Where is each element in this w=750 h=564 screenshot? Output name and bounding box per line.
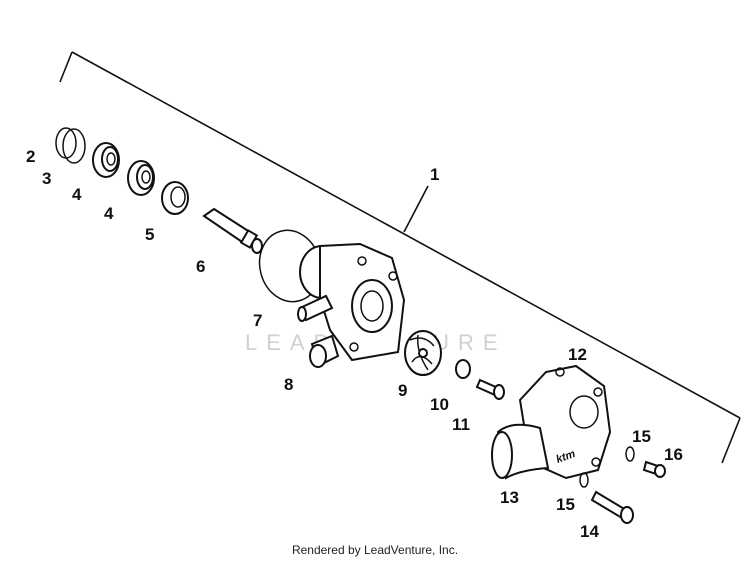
pump-housing — [297, 242, 406, 368]
sealing-ring — [579, 472, 589, 488]
callout-9: 9 — [398, 381, 407, 400]
callout-16: 16 — [664, 445, 683, 464]
sealing-ring — [625, 446, 635, 462]
callout-labels: 1 2 3 4 4 5 6 7 8 9 10 11 12 13 14 15 15… — [26, 147, 683, 541]
pump-shaft — [202, 207, 263, 254]
bearing — [127, 160, 155, 196]
callout-4: 4 — [104, 204, 114, 223]
callout-5: 5 — [145, 225, 154, 244]
callout-11: 11 — [452, 415, 470, 434]
impeller-screw — [475, 378, 505, 400]
callout-14: 14 — [580, 522, 599, 541]
impeller — [404, 330, 442, 376]
washer — [455, 359, 471, 379]
callout-10: 10 — [430, 395, 449, 414]
callout-13: 13 — [500, 488, 519, 507]
callout-2: 2 — [26, 147, 35, 166]
callout-3: 3 — [42, 169, 51, 188]
circlip — [55, 127, 86, 164]
callout-12: 12 — [568, 345, 587, 364]
bolt — [590, 490, 634, 524]
assembly-bracket — [59, 51, 741, 464]
shaft-seal — [161, 181, 189, 215]
callout-15: 15 — [556, 495, 575, 514]
callout-6: 6 — [196, 257, 205, 276]
bearing — [92, 142, 120, 178]
callout-4: 4 — [72, 185, 82, 204]
callout-8: 8 — [284, 375, 293, 394]
footer-credit: Rendered by LeadVenture, Inc. — [291, 543, 459, 557]
coolant-elbow — [491, 423, 550, 480]
callout-1: 1 — [430, 165, 439, 184]
callout-7: 7 — [253, 311, 262, 330]
bolt — [642, 460, 666, 478]
callout-15: 15 — [632, 427, 651, 446]
